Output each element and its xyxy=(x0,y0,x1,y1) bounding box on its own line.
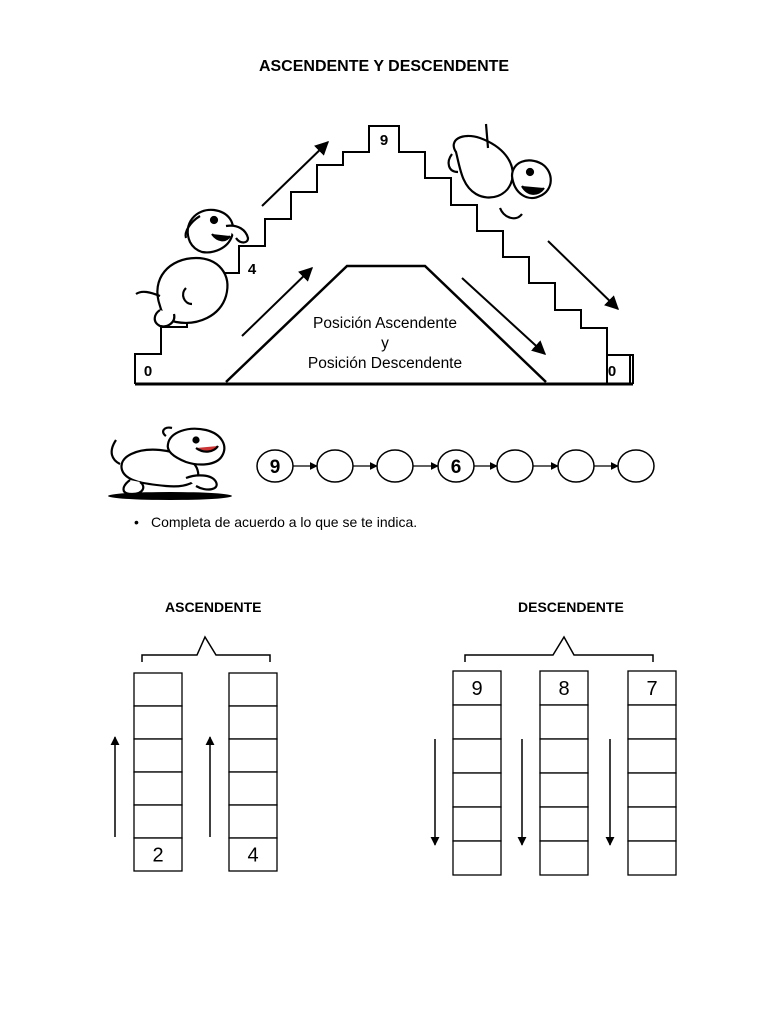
label-line-y: y xyxy=(381,335,389,352)
number-box[interactable] xyxy=(228,837,278,872)
sequence-circle[interactable]: 6 xyxy=(437,449,475,483)
dog-climbing-icon xyxy=(135,208,250,328)
number-box[interactable] xyxy=(228,771,278,806)
number-box[interactable] xyxy=(627,806,677,842)
sequence-circle[interactable] xyxy=(557,449,595,483)
page-title: ASCENDENTE Y DESCENDENTE xyxy=(258,58,510,75)
number-box[interactable] xyxy=(228,705,278,740)
number-box[interactable] xyxy=(452,772,502,808)
descendente-column: 8 xyxy=(539,670,589,876)
brace-ascendente xyxy=(141,635,271,662)
number-box[interactable] xyxy=(539,738,589,774)
instruction-text: • Completa de acuerdo a lo que se te indi… xyxy=(134,514,417,530)
stair-number-right: 0 xyxy=(608,363,616,380)
number-box[interactable] xyxy=(452,840,502,876)
arrow-up-outer xyxy=(261,141,330,207)
descendente-column: 9 xyxy=(452,670,502,876)
sequence-circle[interactable] xyxy=(376,449,414,483)
descendente-column: 7 xyxy=(627,670,677,876)
sequence-value: 6 xyxy=(451,457,462,478)
number-box[interactable] xyxy=(627,670,677,706)
arrow-up-inner xyxy=(241,267,314,337)
number-box[interactable] xyxy=(133,738,183,773)
sequence-circle[interactable]: 9 xyxy=(256,449,294,483)
stair-number-top: 9 xyxy=(380,132,388,149)
instruction-label: Completa de acuerdo a lo que se te indic… xyxy=(151,514,418,530)
label-line-descendente: Posición Descendente xyxy=(307,355,463,372)
number-box[interactable] xyxy=(452,670,502,706)
dog-descending-icon xyxy=(447,123,552,220)
number-box[interactable] xyxy=(539,704,589,740)
sequence-value: 9 xyxy=(270,457,281,478)
heading-descendente: DESCENDENTE xyxy=(518,599,624,615)
number-box[interactable] xyxy=(452,738,502,774)
arrow-down-outer xyxy=(547,240,620,310)
number-box[interactable] xyxy=(228,672,278,707)
number-box[interactable] xyxy=(228,804,278,839)
stair-number-left: 0 xyxy=(144,363,152,380)
box-value: 8 xyxy=(558,678,569,700)
number-box[interactable] xyxy=(228,738,278,773)
sequence-row xyxy=(108,426,232,500)
heading-ascendente: ASCENDENTE xyxy=(165,599,262,615)
number-box[interactable] xyxy=(133,705,183,740)
number-box[interactable] xyxy=(133,804,183,839)
number-box[interactable] xyxy=(627,738,677,774)
ascendente-column: 4 xyxy=(228,672,278,872)
number-box[interactable] xyxy=(627,840,677,876)
number-box[interactable] xyxy=(539,772,589,808)
sequence-circle[interactable] xyxy=(496,449,534,483)
number-box[interactable] xyxy=(627,704,677,740)
brace-descendente xyxy=(464,635,654,662)
number-box[interactable] xyxy=(133,771,183,806)
number-box[interactable] xyxy=(539,840,589,876)
number-box[interactable] xyxy=(452,704,502,740)
number-box[interactable] xyxy=(133,672,183,707)
label-line-ascendente: Posición Ascendente xyxy=(313,315,457,332)
sequence-circle[interactable] xyxy=(316,449,354,483)
bullet-icon: • xyxy=(134,514,139,530)
number-box[interactable] xyxy=(539,806,589,842)
box-value: 4 xyxy=(247,845,258,867)
trapezoid-outline xyxy=(225,264,547,383)
number-box[interactable] xyxy=(627,772,677,808)
staircase-diagram: 9 4 0 0 xyxy=(134,123,634,386)
arrow-down-inner xyxy=(461,277,547,355)
number-columns: 2 4 9 8 7 xyxy=(110,635,677,876)
stair-number-middle: 4 xyxy=(248,261,257,278)
dog-running-icon xyxy=(108,426,232,500)
ascendente-column: 2 xyxy=(133,672,183,872)
box-value: 2 xyxy=(152,845,163,867)
number-box[interactable] xyxy=(133,837,183,872)
number-box[interactable] xyxy=(452,806,502,842)
sequence-circle[interactable] xyxy=(617,449,655,483)
stairs-center-label: Posición Ascendente y Posición Descenden… xyxy=(270,314,500,374)
box-value: 7 xyxy=(646,678,657,700)
box-value: 9 xyxy=(471,678,482,700)
